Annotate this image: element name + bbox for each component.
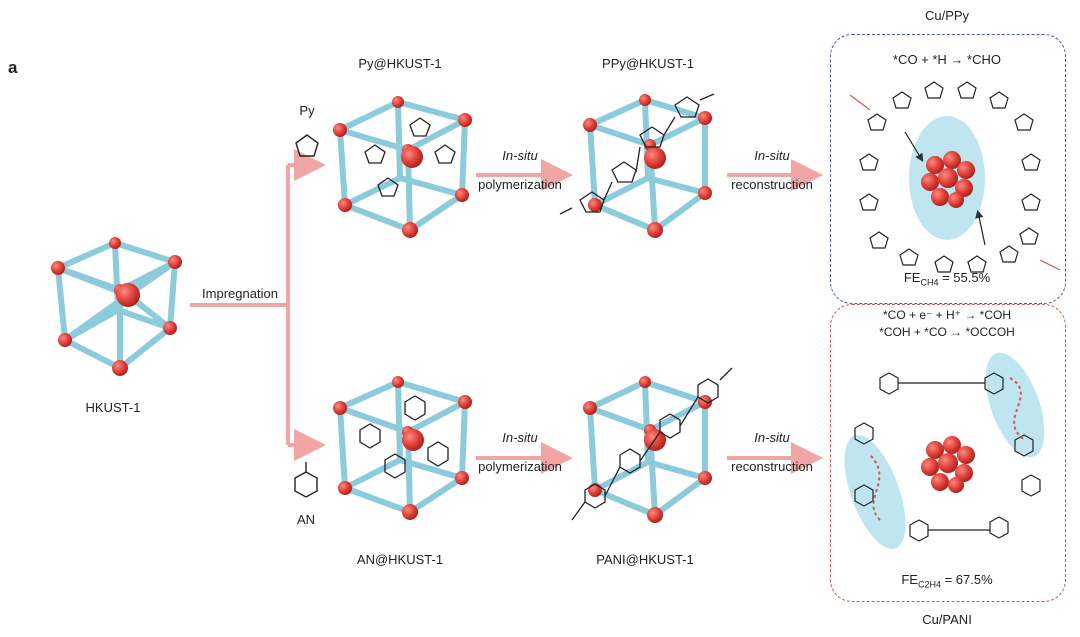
fe-ch4: FECH4 = 55.5%: [904, 270, 990, 288]
fe-c2h4: FEC2H4 = 67.5%: [901, 572, 992, 590]
cu-pani-label: Cu/PANI: [922, 612, 972, 627]
py-hkust-cube: [340, 102, 465, 230]
panel-label: a: [8, 58, 17, 78]
in-situ-label-1: In-situ: [502, 148, 537, 163]
reconstruction-label-1: reconstruction: [731, 177, 813, 192]
pani-reaction-1: *CO + e⁻ + H⁺ → *COH: [883, 308, 1011, 322]
polymerization-label-2: polymerization: [478, 459, 562, 474]
aniline-icon: [295, 462, 317, 497]
an-monomer-label: AN: [297, 512, 315, 527]
polymerization-label-1: polymerization: [478, 177, 562, 192]
py-hkust-label: Py@HKUST-1: [358, 56, 441, 71]
pani-reaction-2: *COH + *CO → *OCCOH: [879, 325, 1015, 339]
an-hkust-label: AN@HKUST-1: [357, 552, 443, 567]
cu-ppy-label: Cu/PPy: [925, 8, 969, 23]
hkust-cube: [58, 243, 175, 368]
ppy-reaction: *CO + *H → *CHO: [893, 52, 1001, 67]
in-situ-label-3: In-situ: [502, 430, 537, 445]
reconstruction-label-2: reconstruction: [731, 459, 813, 474]
pani-hkust-label: PANI@HKUST-1: [596, 552, 693, 567]
impregnation-label: Impregnation: [202, 286, 278, 301]
cu-ppy-box: [830, 34, 1066, 304]
pyrrole-icon: [296, 135, 318, 156]
branch-arrows: [190, 165, 815, 458]
pani-hkust-cube: [590, 382, 705, 515]
hkust-label: HKUST-1: [86, 400, 141, 415]
in-situ-label-2: In-situ: [754, 148, 789, 163]
cu-pani-box: [830, 304, 1066, 602]
in-situ-label-4: In-situ: [754, 430, 789, 445]
ppy-hkust-label: PPy@HKUST-1: [602, 56, 694, 71]
py-monomer-label: Py: [299, 103, 314, 118]
